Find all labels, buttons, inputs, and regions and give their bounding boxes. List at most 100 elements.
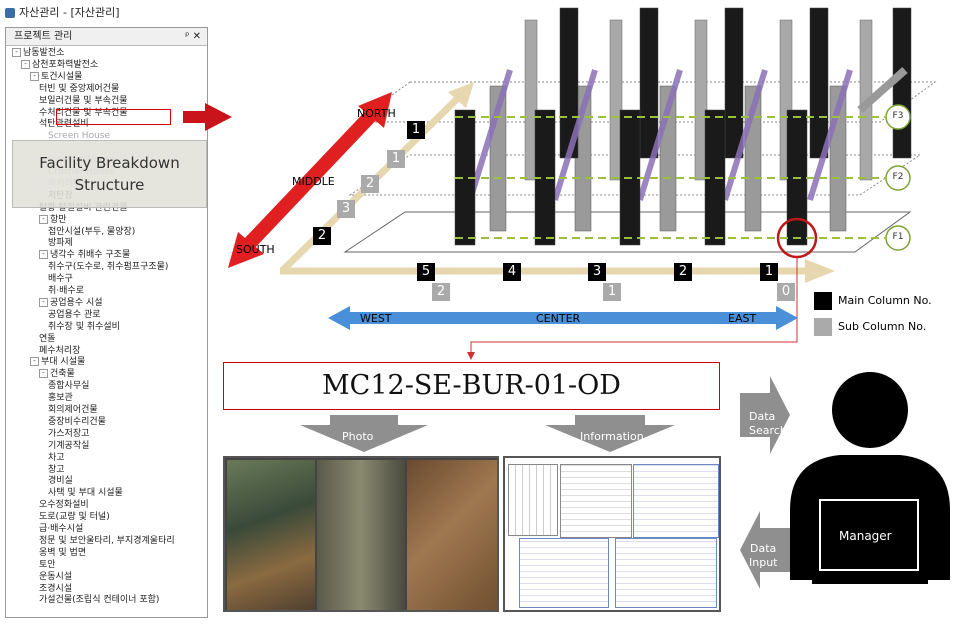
tree-node[interactable]: -냉각수 취배수 구조물 <box>39 250 130 261</box>
sub-column-number: 2 <box>432 283 450 301</box>
collapse-icon[interactable]: - <box>39 250 48 260</box>
main-column-number: 2 <box>674 263 692 281</box>
photo-3 <box>407 460 497 610</box>
tree-node[interactable]: 홍보관 <box>48 393 73 404</box>
tree-node[interactable]: 가스저장고 <box>48 429 89 440</box>
tree-node-label: 항만 <box>50 214 67 225</box>
tree-node[interactable]: 정문 및 보안울타리, 부지경계울타리 <box>39 536 175 547</box>
tree-node-label: 차고 <box>48 452 65 463</box>
tree-node[interactable]: 공업용수 관로 <box>48 310 101 321</box>
tree-node[interactable]: 회의제어건물 <box>48 405 98 416</box>
sub-column-number: 3 <box>337 200 355 218</box>
tree-node[interactable]: 폐수처리장 <box>39 346 80 357</box>
main-column-number: 4 <box>503 263 521 281</box>
tree-node-label: 홍보관 <box>48 393 73 404</box>
label-south: SOUTH <box>236 243 275 256</box>
sub-column-number: 1 <box>387 150 405 168</box>
info-table-3 <box>519 538 609 608</box>
tree-node[interactable]: 보일러건물 및 부속건물 <box>39 96 128 107</box>
tree-node[interactable]: -건축물 <box>39 369 75 380</box>
tree-node[interactable]: 중장비수리건물 <box>48 417 106 428</box>
tree-node-label: 토건시설물 <box>41 71 83 82</box>
photo-panel <box>223 456 499 612</box>
tree-node-label: 배수구 <box>48 274 73 285</box>
tree-node[interactable]: 사택 및 부대 시설물 <box>48 488 123 499</box>
sub-column <box>524 19 538 181</box>
tree-node-label: 가설건물(조립식 컨테이너 포함) <box>39 595 160 606</box>
brace <box>467 69 513 201</box>
collapse-icon[interactable]: - <box>39 214 48 224</box>
tree-node[interactable]: 창고 <box>48 465 65 476</box>
tree-node[interactable]: 수처리건물 및 부속건물 <box>39 108 128 119</box>
tree-node[interactable]: 도로(교량 및 터널) <box>39 512 110 523</box>
tree-node[interactable]: 오수정화설비 <box>39 500 89 511</box>
tree-node[interactable]: 운동시설 <box>39 572 72 583</box>
main-column <box>559 7 579 159</box>
tree-panel-header: 프로젝트 관리 ᵖ ✕ <box>6 28 207 46</box>
collapse-icon[interactable]: - <box>30 71 39 81</box>
tree-node-label: 사택 및 부대 시설물 <box>48 488 123 499</box>
sub-column <box>489 85 507 232</box>
tree-node-label: 폐수처리장 <box>39 345 81 356</box>
data-search-label2: Search <box>749 424 787 437</box>
collapse-icon[interactable]: - <box>30 357 39 367</box>
sub-column-number: 2 <box>361 175 379 193</box>
tree-node[interactable]: Screen House <box>48 131 110 142</box>
tree-node[interactable]: 취수장 및 취수설비 <box>48 322 120 333</box>
app-icon <box>5 8 15 18</box>
tree-node[interactable]: 차고 <box>48 453 65 464</box>
tree-node-label: 공업용수 시설 <box>50 297 103 308</box>
manager-label: Manager <box>839 529 892 543</box>
tree-node[interactable]: -남동발전소 <box>12 48 64 59</box>
tree-node-label: 회의제어건물 <box>48 405 98 415</box>
main-column-number: 1 <box>407 121 425 139</box>
sub-column <box>829 85 847 232</box>
brace <box>857 67 908 113</box>
sub-column-number: 1 <box>603 283 621 301</box>
main-column <box>534 109 556 246</box>
tree-node-label: 취수장 및 취수설비 <box>48 321 120 332</box>
collapse-icon[interactable]: - <box>12 48 21 57</box>
brace <box>552 69 598 201</box>
tree-node[interactable]: -공업용수 시설 <box>39 297 103 309</box>
tree-node-label: 경비실 <box>48 476 73 487</box>
data-input-label2: Input <box>749 556 778 569</box>
tree-node[interactable]: 조경시설 <box>39 584 72 595</box>
collapse-icon[interactable]: - <box>39 297 48 307</box>
tree-node-label: 접안시설(부두, 물양장) <box>48 226 136 237</box>
tree-node[interactable]: 접안시설(부두, 물양장) <box>48 227 135 238</box>
tree-node[interactable]: 터빈 및 중앙제어건물 <box>39 84 119 95</box>
tree-node[interactable]: 방파제 <box>48 238 73 249</box>
tree-node-label: 냉각수 취배수 구조물 <box>50 250 131 261</box>
collapse-icon[interactable]: - <box>21 59 30 69</box>
tree-node[interactable]: 종합사무실 <box>48 381 89 392</box>
pin-close-icon[interactable]: ᵖ ✕ <box>185 31 201 42</box>
main-column <box>639 7 659 159</box>
tree-node[interactable]: 취·배수로 <box>48 286 84 297</box>
collapse-icon[interactable]: - <box>39 369 48 379</box>
data-input-label1: Data <box>750 542 777 555</box>
tree-node[interactable]: 배수구 <box>48 274 73 285</box>
tree-node-label: 가스저장고 <box>48 428 90 439</box>
tree-node[interactable]: -부대 시설물 <box>30 357 85 368</box>
tree-node-label: 방파제 <box>48 238 73 249</box>
tree-node[interactable]: 기계공작실 <box>48 441 89 452</box>
tree-node[interactable]: 옹벽 및 법면 <box>39 548 86 559</box>
tree-node[interactable]: 가설건물(조립식 컨테이너 포함) <box>39 595 159 606</box>
brace <box>807 69 853 201</box>
main-column <box>724 7 744 159</box>
tree-node[interactable]: -항만 <box>39 214 67 226</box>
tree-node[interactable]: 취수구(도수로, 취수펌프구조물) <box>48 262 168 273</box>
tree-node[interactable]: 토안 <box>39 560 56 571</box>
main-column-number: 1 <box>760 263 778 281</box>
sub-column <box>859 19 873 181</box>
tree-node[interactable]: -토건시설물 <box>30 71 83 83</box>
tree-node[interactable]: 연돌 <box>39 334 56 345</box>
tree-node-label: 중장비수리건물 <box>48 416 106 427</box>
information-label: Information <box>580 430 644 443</box>
tree-node[interactable]: -삼천포화력발전소 <box>21 59 98 71</box>
tree-node-label: 옹벽 및 법면 <box>39 547 87 558</box>
tree-node[interactable]: 경비실 <box>48 476 73 487</box>
tree-node[interactable]: 급·배수시설 <box>39 524 83 535</box>
